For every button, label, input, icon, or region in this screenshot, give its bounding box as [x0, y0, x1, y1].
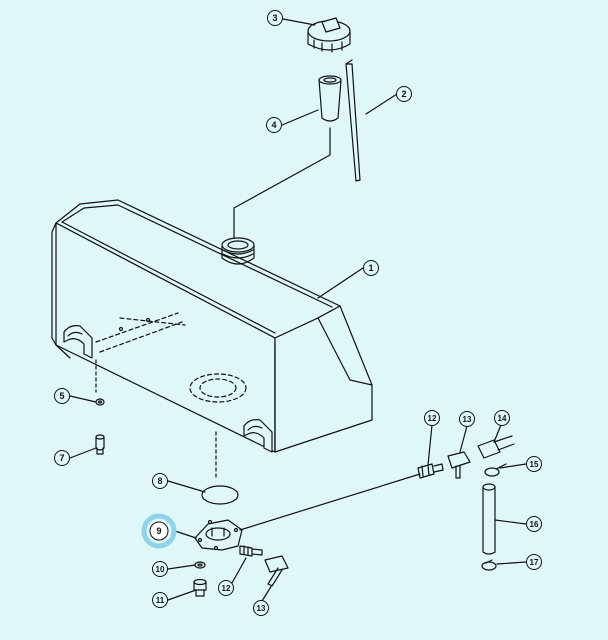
- hose-clamp-17-part: [481, 559, 497, 571]
- svg-text:15: 15: [530, 460, 539, 469]
- svg-text:12: 12: [428, 414, 437, 423]
- callout-12-lower[interactable]: 12: [218, 580, 234, 596]
- sender-plate-part: [194, 519, 243, 551]
- hose-clamp-15-part: [484, 463, 507, 477]
- svg-text:13: 13: [463, 415, 472, 424]
- gasket-part: [201, 485, 239, 505]
- elbow-upper-part: [447, 451, 471, 479]
- fuel-fitting-part: [477, 435, 515, 459]
- callout-16[interactable]: 16: [526, 516, 542, 532]
- svg-text:8: 8: [157, 476, 162, 486]
- callout-13-lower[interactable]: 13: [253, 600, 269, 616]
- washer-screw-parts: [193, 561, 207, 597]
- svg-text:12: 12: [222, 584, 231, 593]
- connector-upper-part: [417, 463, 444, 479]
- connector-lower-part: [239, 545, 263, 557]
- callout-12-upper[interactable]: 12: [424, 410, 440, 426]
- fuel-tank-part: [51, 199, 373, 481]
- callout-highlight-ring: [141, 513, 177, 549]
- callout-14[interactable]: 14: [494, 410, 510, 426]
- svg-text:3: 3: [272, 13, 277, 23]
- callout-17[interactable]: 17: [526, 554, 542, 570]
- callout-15[interactable]: 15: [526, 456, 542, 472]
- svg-text:13: 13: [257, 604, 266, 613]
- svg-text:1: 1: [368, 263, 373, 273]
- callout-11[interactable]: 11: [152, 592, 168, 608]
- washer-bolt-parts: [95, 398, 105, 455]
- callout-1[interactable]: 1: [363, 260, 379, 276]
- svg-text:17: 17: [530, 558, 539, 567]
- svg-text:16: 16: [530, 520, 539, 529]
- callout-4[interactable]: 4: [266, 117, 282, 133]
- svg-text:7: 7: [59, 453, 64, 463]
- callout-3[interactable]: 3: [267, 10, 283, 26]
- svg-text:2: 2: [401, 89, 406, 99]
- elbow-lower-part: [264, 555, 289, 587]
- callout-2[interactable]: 2: [396, 86, 412, 102]
- fuel-hose-part: [482, 483, 496, 555]
- callout-8[interactable]: 8: [152, 473, 168, 489]
- svg-text:14: 14: [498, 414, 507, 423]
- filler-strainer-part: [318, 75, 342, 122]
- svg-text:5: 5: [59, 391, 64, 401]
- callout-10[interactable]: 10: [152, 561, 168, 577]
- callout-7[interactable]: 7: [54, 450, 70, 466]
- svg-text:9: 9: [156, 526, 161, 536]
- dipstick-gauge-part: [345, 59, 361, 182]
- svg-text:4: 4: [271, 120, 276, 130]
- svg-text:11: 11: [156, 596, 165, 605]
- svg-text:10: 10: [156, 565, 165, 574]
- filler-cap-part: [307, 17, 351, 53]
- callout-9[interactable]: 9: [149, 521, 169, 541]
- callout-5[interactable]: 5: [54, 388, 70, 404]
- callout-13-upper[interactable]: 13: [459, 411, 475, 427]
